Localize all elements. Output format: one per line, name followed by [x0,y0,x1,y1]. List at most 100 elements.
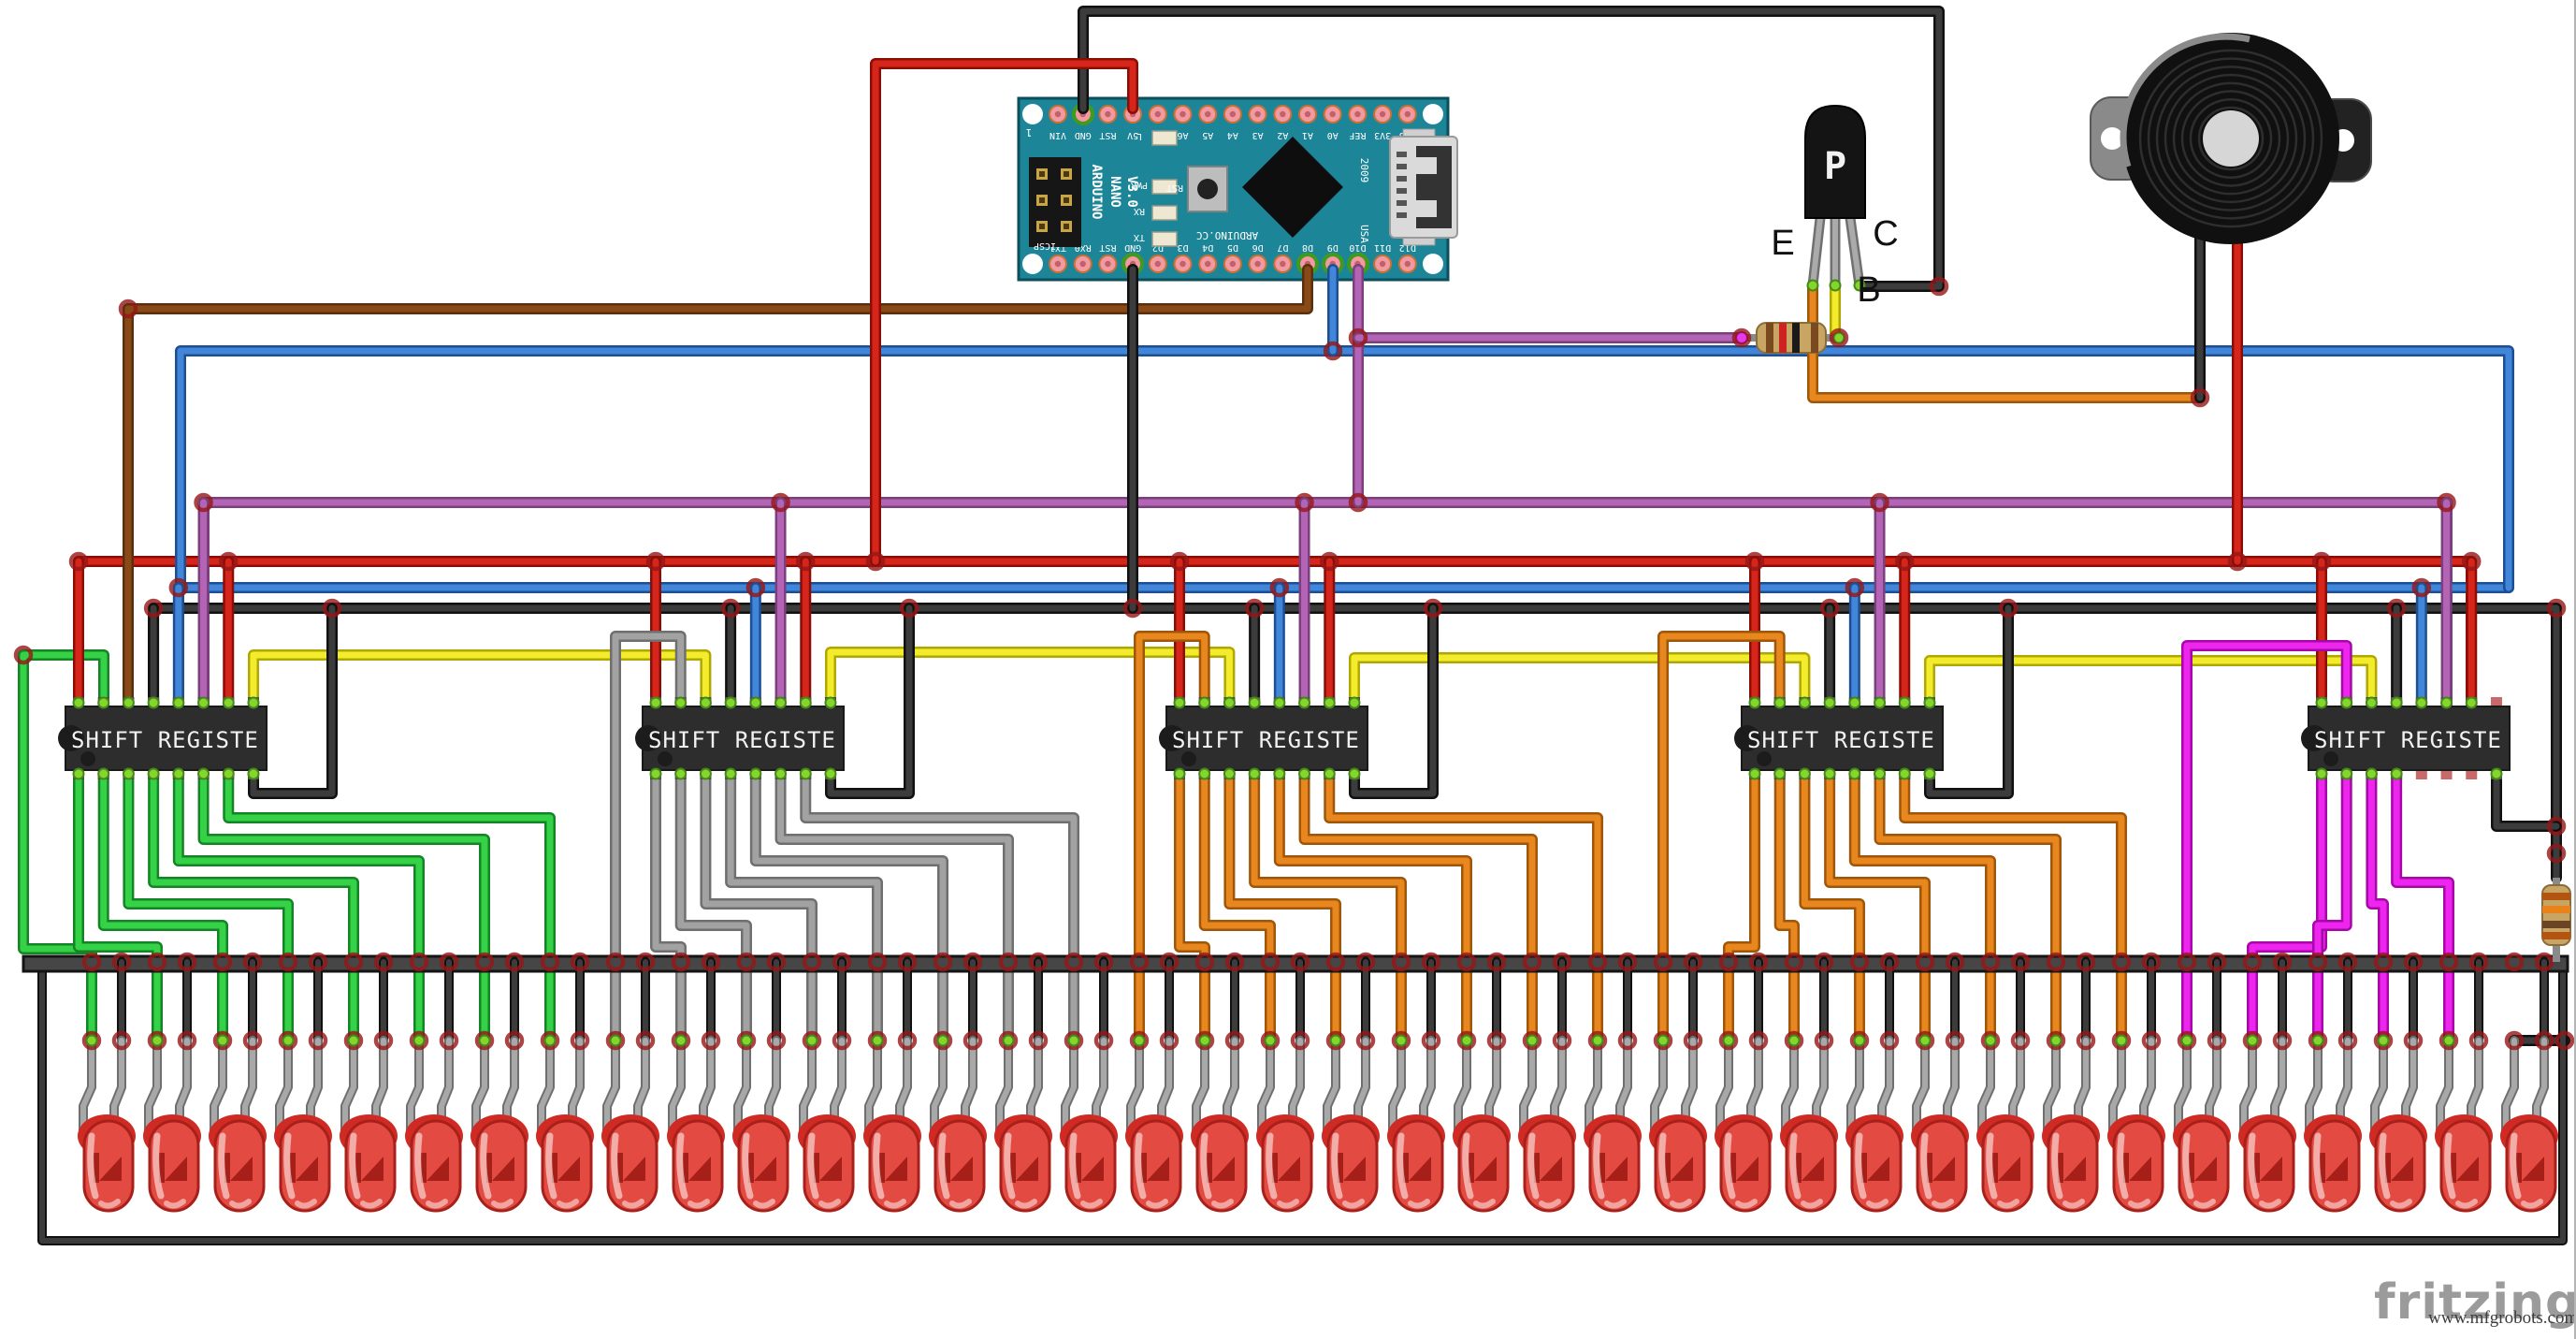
arduino-pin-label: A1 [1302,130,1313,140]
arduino-pin-label: D4 [1202,242,1213,253]
arduino-pin-label: A5 [1202,130,1213,140]
led[interactable] [2500,952,2558,1213]
led[interactable] [2173,952,2231,1213]
led[interactable] [2435,952,2493,1213]
led[interactable] [1911,952,1969,1213]
shift-register-chip[interactable]: SHIFT REGISTER [58,697,273,779]
arduino-nano-board[interactable]: VINTX1GNDRX0RSTRST5VGNDA7D2A6D3A5D4A4D5A… [1017,96,1450,282]
led[interactable] [405,952,463,1213]
arduino-pin-label: RST [1099,130,1116,140]
chip-bus-drops[interactable] [1657,497,2378,1046]
wire-black[interactable] [1078,6,1945,292]
led[interactable] [1715,952,1773,1213]
fritzing-logo: fritzing [2374,1274,2576,1331]
svg-text:NANO: NANO [1107,176,1122,208]
mcu-chip [1242,137,1343,238]
arduino-pin-label: GND [1075,130,1092,140]
led[interactable] [209,952,267,1213]
led[interactable] [2304,952,2362,1213]
led[interactable] [2042,952,2100,1213]
arduino-pin-label: A4 [1227,130,1238,140]
shift-register-chip[interactable]: SHIFT REGISTER [1734,697,1949,779]
led[interactable] [994,952,1052,1213]
led[interactable] [798,952,856,1213]
wire-brown[interactable] [123,264,1313,719]
led[interactable] [470,952,528,1213]
arduino-pin-label: TX1 [1049,242,1066,253]
wiring[interactable] [18,6,2570,1046]
arduino-pin-label: A6 [1177,130,1188,140]
arduino-pin-label: D11 [1374,242,1391,253]
resistor-right[interactable] [2541,878,2571,962]
arduino-pin-label: RX0 [1075,242,1092,253]
chip-led-fan[interactable] [1174,767,1603,1046]
chip-bus-drops[interactable] [2181,497,2562,1046]
wire-red[interactable] [870,58,1138,567]
svg-text:RX: RX [1134,206,1145,216]
chip-bus-drops[interactable] [610,497,1236,1046]
led[interactable] [1060,952,1118,1213]
piezo-buzzer[interactable] [2090,33,2372,244]
shift-register-chip[interactable]: SHIFT REGISTER [1159,697,1374,779]
led[interactable] [1125,952,1183,1213]
led[interactable] [2107,952,2165,1213]
arduino-pin-label: D6 [1252,242,1264,253]
arduino-pin-label: D9 [1327,242,1339,253]
led[interactable] [2369,952,2427,1213]
arduino-pin-label: RST [1099,242,1116,253]
led[interactable] [78,952,136,1213]
shift-register-chip[interactable]: SHIFT REGISTER [2301,697,2516,779]
arduino-pin-label: GND [1124,242,1141,253]
chip-label: SHIFT REGISTER [648,727,850,753]
chip-label: SHIFT REGISTER [1747,727,1949,753]
chip-led-fan[interactable] [650,767,1079,1046]
arduino-pin-label: D10 [1349,242,1366,253]
led[interactable] [1649,952,1707,1213]
led[interactable] [929,952,987,1213]
svg-text:ARDUINO: ARDUINO [1089,164,1104,219]
led[interactable] [667,952,725,1213]
led[interactable] [1387,952,1445,1213]
led[interactable] [1845,952,1903,1213]
svg-text:ICSP: ICSP [1034,240,1056,251]
led[interactable] [274,952,332,1213]
svg-text:TX: TX [1134,232,1145,242]
led[interactable] [536,952,594,1213]
led[interactable] [1976,952,2034,1213]
led[interactable] [1780,952,1838,1213]
chip-bus-drops[interactable] [73,497,712,799]
led[interactable] [601,952,659,1213]
arduino-pin-label: VIN [1049,130,1066,140]
arduino-pin-label: D12 [1399,242,1416,253]
chip-label: SHIFT REGISTER [1172,727,1374,753]
chip-led-fan[interactable] [1723,767,2127,1046]
arduino-pin-label: D3 [1177,242,1188,253]
chip-bus-drops[interactable] [1134,497,1811,1046]
led[interactable] [863,952,921,1213]
led[interactable] [1191,952,1249,1213]
chip-led-fan[interactable] [2247,767,2454,1046]
led[interactable] [340,952,398,1213]
svg-text:USA: USA [1358,225,1370,243]
svg-text:V3.0: V3.0 [1124,176,1139,208]
arduino-pin-label: 5V [1127,130,1138,140]
led[interactable] [1584,952,1642,1213]
chip-led-fan[interactable] [73,767,556,1046]
shift-register-chip[interactable]: SHIFT REGISTER [635,697,850,779]
led[interactable] [143,952,201,1213]
led[interactable] [1453,952,1511,1213]
arduino-pin-label: A0 [1327,130,1339,140]
chip-label: SHIFT REGISTER [2314,727,2516,753]
led[interactable] [1518,952,1576,1213]
led-strip[interactable] [78,952,2558,1213]
arduino-pin-label: D7 [1277,242,1288,253]
led[interactable] [2238,952,2296,1213]
led[interactable] [1322,952,1380,1213]
wire-blue[interactable] [175,345,2514,593]
led[interactable] [732,952,790,1213]
arduino-pin-label: D5 [1227,242,1238,253]
resistor-base[interactable] [1735,322,1845,354]
led[interactable] [1256,952,1314,1213]
